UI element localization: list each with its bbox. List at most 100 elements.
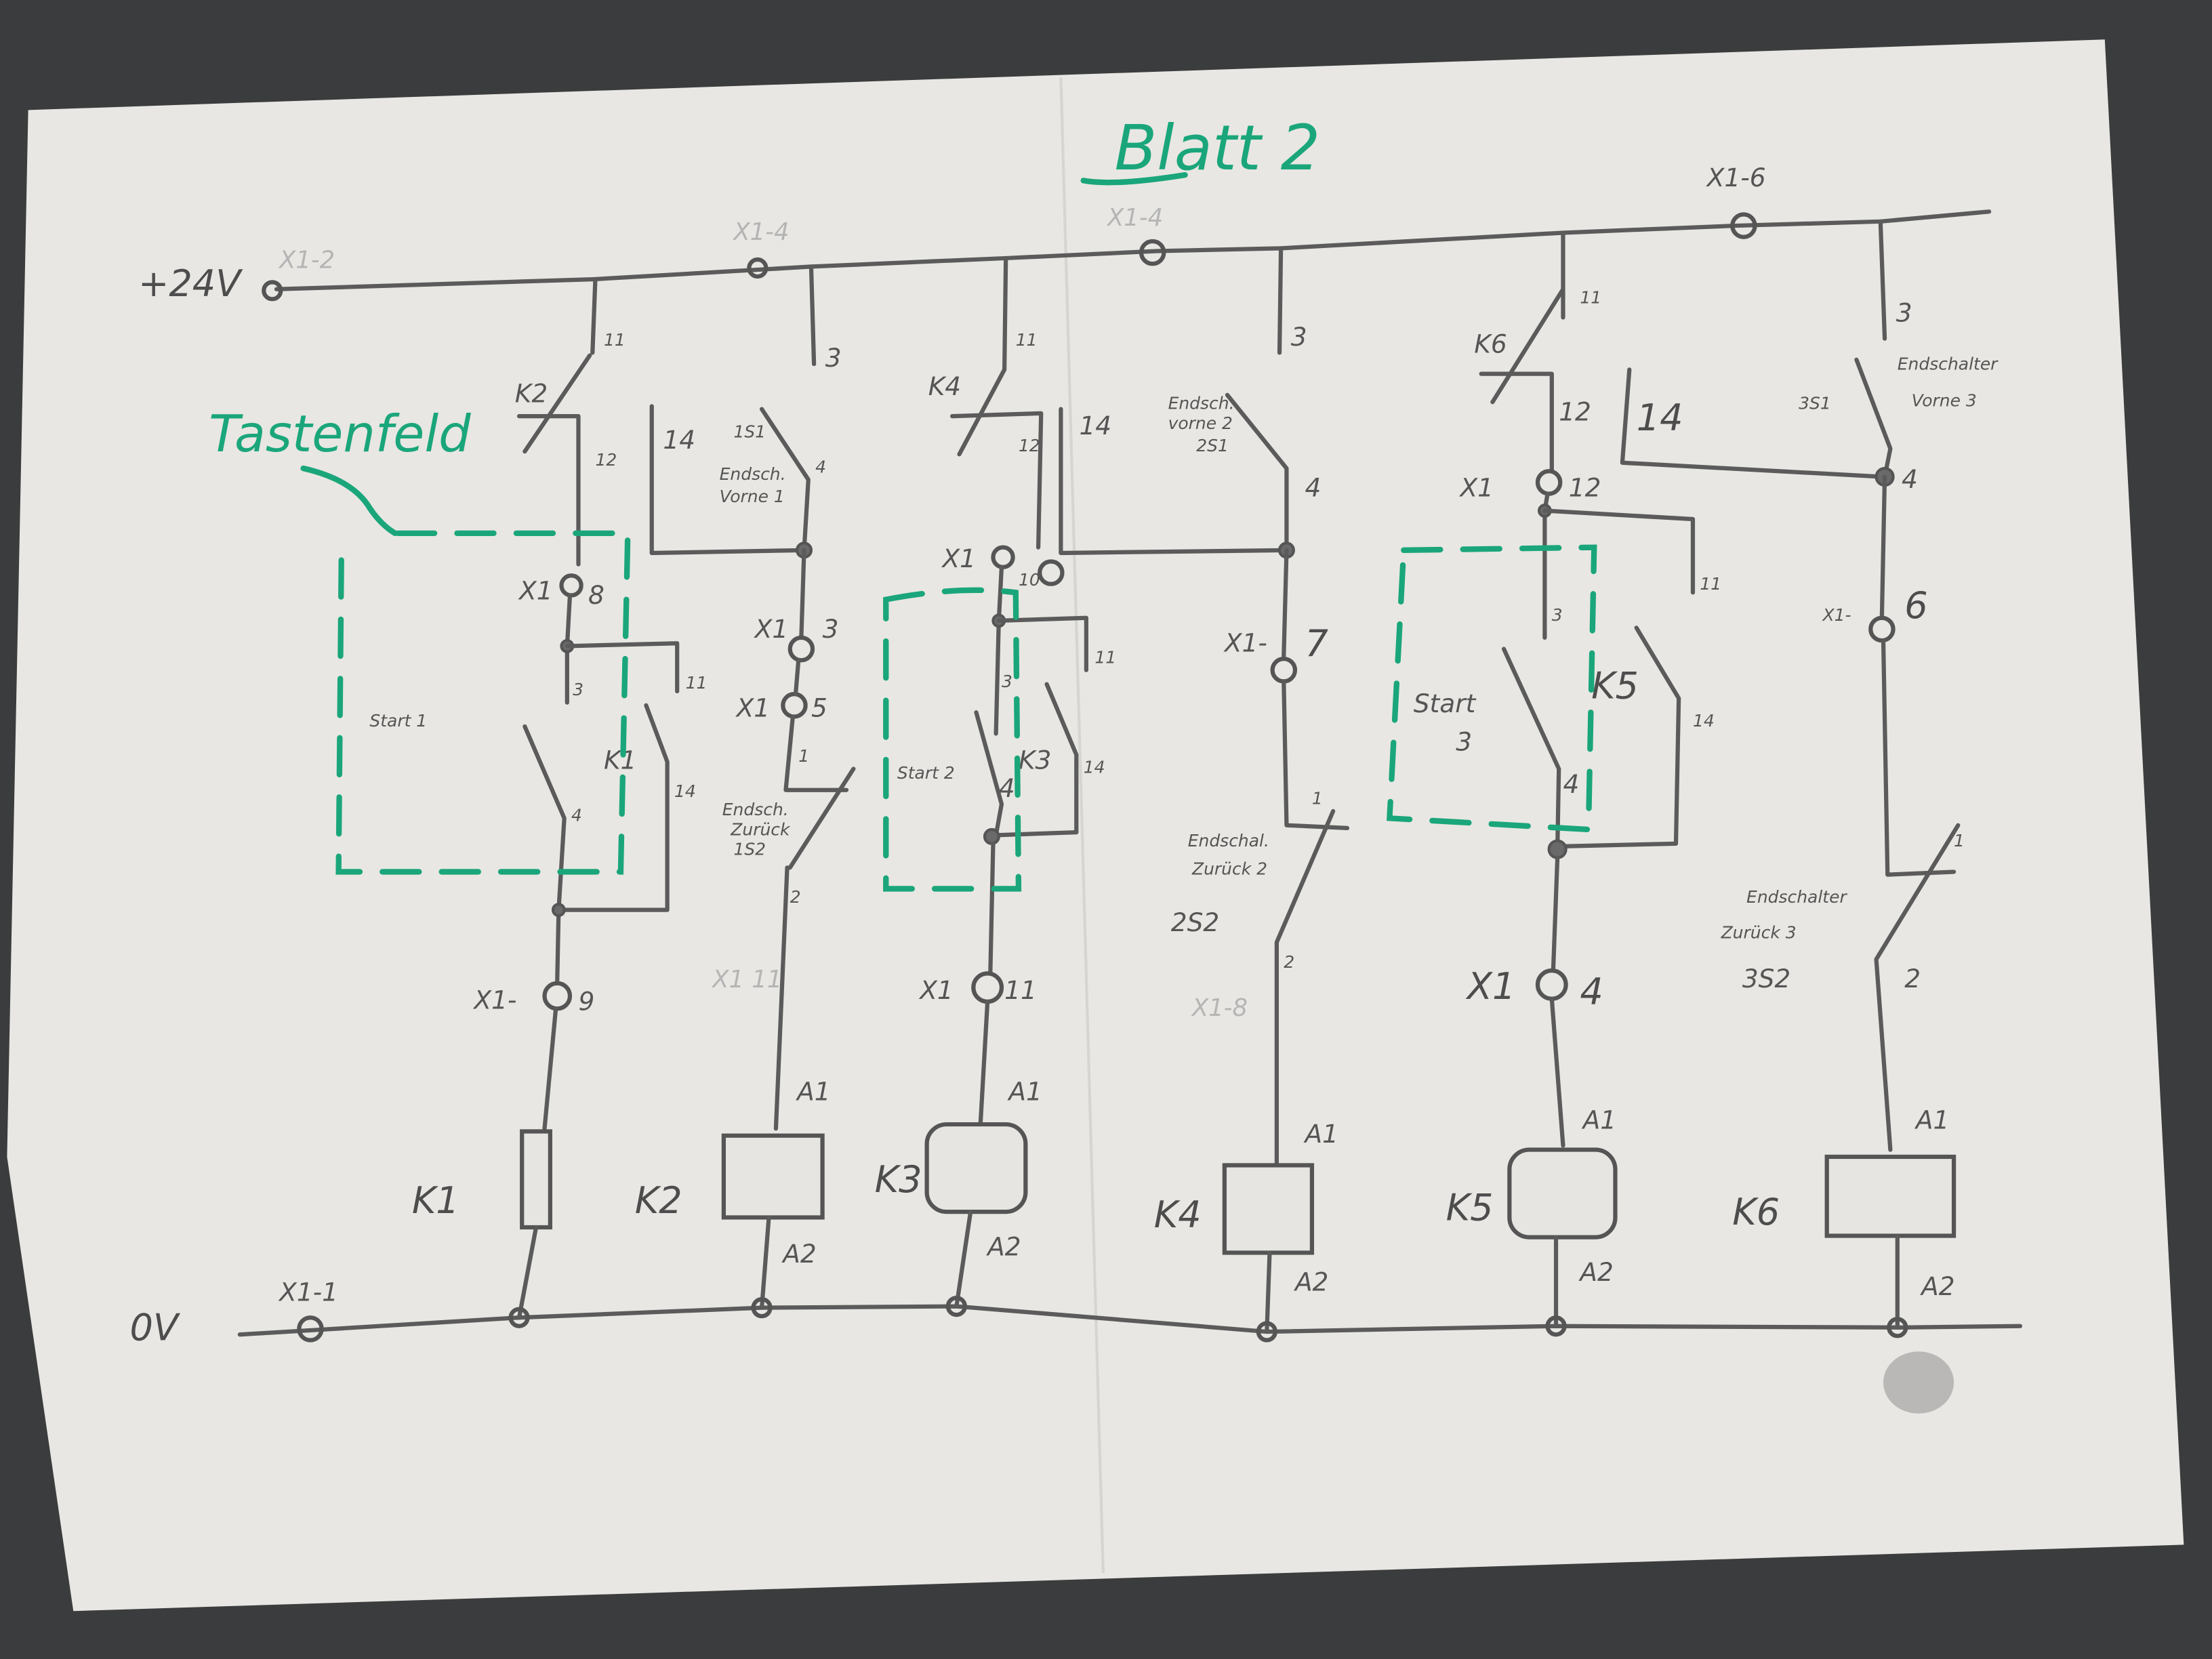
diagram-label: Endsch. — [720, 464, 786, 484]
wire — [783, 714, 849, 792]
wire — [523, 353, 592, 454]
wire — [556, 703, 670, 912]
junction-node — [983, 827, 1000, 845]
diagram-label: A2 — [986, 1232, 1021, 1262]
diagram-label: A1 — [796, 1077, 830, 1107]
diagram-label: 3S1 — [1799, 394, 1831, 413]
diagram-label: X1 — [1465, 965, 1516, 1008]
diagram-label: 12 — [595, 450, 617, 470]
title-underline — [1080, 171, 1188, 186]
wire — [649, 404, 806, 556]
terminal-circle — [1887, 1317, 1908, 1338]
diagram-label: Vorne 1 — [720, 487, 785, 506]
keypad-annotation: Tastenfeld — [209, 404, 471, 464]
diagram-label: X1- — [472, 985, 516, 1015]
diagram-label: 11 — [1004, 975, 1037, 1005]
wire — [1551, 855, 1560, 973]
diagram-label: 3 — [1456, 726, 1472, 756]
diagram-label: Zurück — [730, 819, 791, 839]
diagram-label: X1 — [941, 544, 977, 573]
terminal-label: X1-4 — [1106, 204, 1163, 232]
rung-3: K4 11 12 X1 10 Start 2 3 4 K3 11 14 X1 1… — [875, 255, 1116, 1317]
paper-sheet — [7, 39, 2184, 1612]
terminal-x1-6 — [1730, 212, 1757, 239]
rail-zero-label: 0V — [130, 1307, 181, 1349]
coil-k4 — [1222, 1163, 1315, 1255]
stain — [1883, 1351, 1954, 1414]
diagram-label: 11 — [1700, 574, 1721, 594]
wire — [590, 277, 598, 355]
diagram-label: 12 — [1559, 396, 1591, 426]
diagram-label: Endschalter — [1898, 354, 1999, 373]
diagram-label: K1 — [604, 745, 636, 775]
diagram-label: 4 — [1902, 464, 1918, 494]
wire — [1878, 219, 1887, 341]
terminal-circle — [1038, 559, 1065, 586]
diagram-label: 3S2 — [1742, 964, 1790, 994]
annotation-leader — [300, 465, 398, 537]
diagram-label: A1 — [1007, 1077, 1042, 1107]
diagram-label: 4 — [815, 457, 826, 476]
diagram-label: 6 — [1904, 584, 1927, 627]
diagram-label: 4 — [1580, 970, 1603, 1013]
diagram-label: 1S2 — [733, 839, 766, 859]
diagram-label: X1-8 — [1191, 994, 1248, 1022]
coil-k5 — [1507, 1147, 1618, 1240]
terminal-x1-4b — [1139, 239, 1166, 266]
diagram-label: 3 — [573, 680, 583, 699]
diagram-label: 1 — [1954, 831, 1965, 851]
coil-k6 — [1824, 1154, 1957, 1238]
diagram-label: Endsch. — [1168, 394, 1235, 413]
terminal-x1-4a — [747, 257, 769, 279]
wire — [773, 865, 790, 1131]
diagram-label: A1 — [1582, 1105, 1616, 1134]
rail-24v — [274, 209, 1992, 291]
rung-2: 3 4 14 1S1 Endsch. Vorne 1 X1 3 X1 5 1 2… — [635, 264, 856, 1319]
terminal-label: X1-2 — [278, 247, 335, 274]
keypad-box-start1 — [335, 530, 631, 875]
wire — [1490, 287, 1565, 405]
rail-positive-label: +24V — [138, 262, 243, 305]
diagram-label: 14 — [1637, 396, 1683, 439]
diagram-label: X1 — [1458, 473, 1494, 503]
diagram-label: Vorne 3 — [1912, 391, 1977, 411]
wire — [988, 841, 996, 976]
diagram-label: 14 — [1693, 711, 1715, 731]
diagram-label: X1 — [518, 576, 553, 606]
wire — [793, 658, 801, 697]
diagram-label: 8 — [588, 580, 605, 610]
diagram-label: K1 — [412, 1179, 459, 1222]
diagram-label: K4 — [1154, 1193, 1202, 1236]
coil-k3 — [924, 1122, 1028, 1214]
terminal-label: X1-4 — [732, 218, 789, 246]
diagram-label: 3 — [823, 614, 839, 644]
wire — [1265, 1250, 1272, 1334]
diagram-label: K5 — [1446, 1187, 1494, 1229]
diagram-label: Start 1 — [369, 711, 427, 731]
diagram-label: X1 — [918, 975, 953, 1005]
diagram-label: K3 — [875, 1158, 922, 1201]
rung-1: K2 11 12 X1 8 Start 1 3 4 K1 11 14 X1- 9… — [369, 277, 707, 1328]
terminal-circle — [787, 635, 815, 663]
diagram-label: Start — [1414, 689, 1477, 718]
diagram-label: 4 — [1563, 769, 1579, 799]
terminal-circle — [1545, 1315, 1567, 1337]
diagram-label: 11 — [604, 330, 626, 350]
wire — [1225, 392, 1289, 552]
diagram-label: 2 — [1284, 952, 1294, 972]
diagram-label: 14 — [674, 781, 696, 801]
diagram-label: Start 2 — [897, 763, 955, 783]
diagram-label: Endschalter — [1746, 887, 1847, 907]
diagram-label: 14 — [1079, 411, 1111, 441]
keypad-box-start2 — [883, 587, 1022, 892]
wire — [949, 411, 1044, 550]
rung-5: K6 11 12 14 X1 12 Start 3 3 4 K5 11 14 X… — [1414, 230, 1886, 1337]
terminal-circle — [945, 1295, 967, 1317]
diagram-label: 11 — [1580, 288, 1601, 308]
diagram-label: 2S1 — [1196, 436, 1229, 455]
diagram-label: K6 — [1474, 329, 1507, 359]
diagram-label: X1- — [1223, 628, 1267, 658]
coil-k1 — [520, 1129, 552, 1230]
diagram-label: X1 — [754, 614, 788, 644]
diagram-label: 2S2 — [1171, 907, 1219, 937]
